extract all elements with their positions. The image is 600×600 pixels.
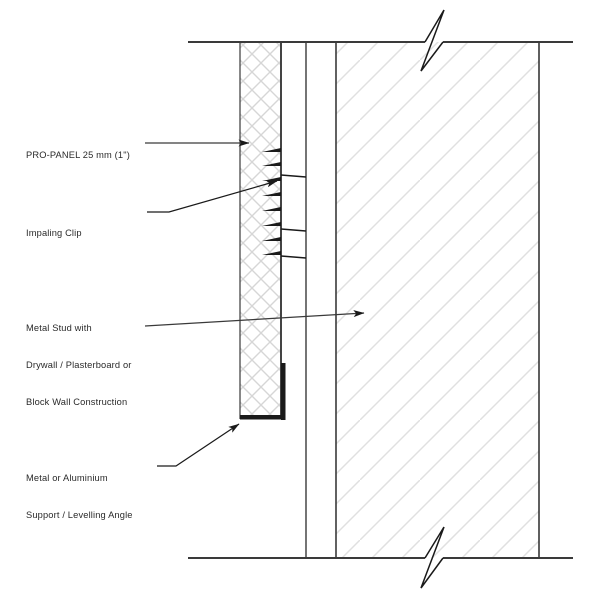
block-wall-body <box>336 42 539 558</box>
leader-line-impaling-clip <box>147 180 278 213</box>
impaling-clip-group <box>262 148 307 259</box>
support-angle-label-line-2: Support / Levelling Angle <box>26 510 133 521</box>
metal-stud-label-line-2: Drywall / Plasterboard or <box>26 360 132 371</box>
leader-line-support-angle <box>157 423 240 467</box>
metal-stud-label: Metal Stud with Drywall / Plasterboard o… <box>26 297 132 433</box>
metal-stud-label-line-3: Block Wall Construction <box>26 397 128 408</box>
support-angle-label: Metal or Aluminium Support / Levelling A… <box>26 447 133 546</box>
support-angle-label-line-1: Metal or Aluminium <box>26 472 108 483</box>
leader-line-metal-stud <box>144 310 365 327</box>
wall-layer-lines <box>305 42 540 558</box>
wall-boundary-lines <box>188 41 573 559</box>
impaling-clip-label: Impaling Clip <box>26 202 82 264</box>
pro-panel-label-line-1: PRO-PANEL 25 mm (1") <box>26 149 130 160</box>
break-line-top-icon <box>420 9 445 72</box>
support-levelling-angle <box>240 363 286 420</box>
pro-panel-insulation <box>239 42 282 419</box>
break-line-bottom-icon <box>420 526 445 589</box>
pro-panel-label: PRO-PANEL 25 mm (1") <box>26 124 130 186</box>
metal-stud-label-line-1: Metal Stud with <box>26 322 92 333</box>
impaling-clip-label-line-1: Impaling Clip <box>26 227 82 238</box>
